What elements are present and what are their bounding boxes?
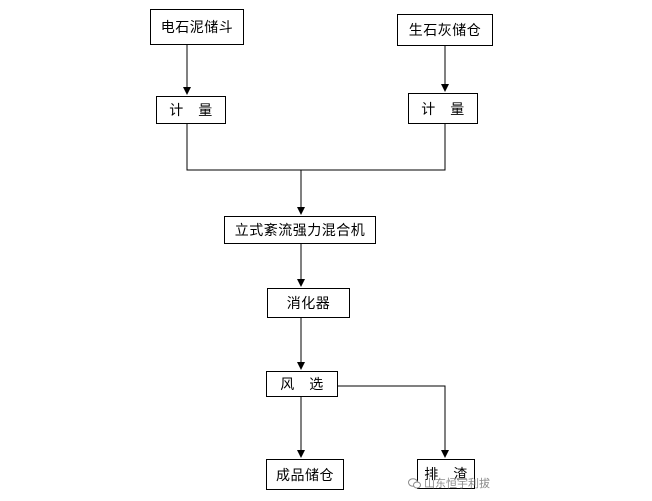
node-metering-right: 计 量 (408, 93, 478, 124)
node-digester: 消化器 (267, 288, 350, 318)
node-carbide-mud-hopper: 电石泥储斗 (150, 9, 244, 45)
node-slag-discharge: 排 渣 (417, 459, 475, 489)
node-metering-left: 计 量 (156, 96, 226, 124)
node-product-silo: 成品储仓 (266, 459, 344, 490)
arrow-air-separation-to-slag (338, 385, 449, 458)
node-air-separation: 风 选 (266, 371, 338, 397)
node-mixer: 立式紊流强力混合机 (224, 216, 376, 244)
node-quicklime-silo: 生石灰储仓 (397, 14, 493, 46)
wechat-icon (408, 477, 421, 488)
watermark: 山东恒宇利拔 (408, 474, 490, 492)
merge-line (186, 124, 446, 171)
watermark-text: 山东恒宇利拔 (424, 477, 490, 490)
